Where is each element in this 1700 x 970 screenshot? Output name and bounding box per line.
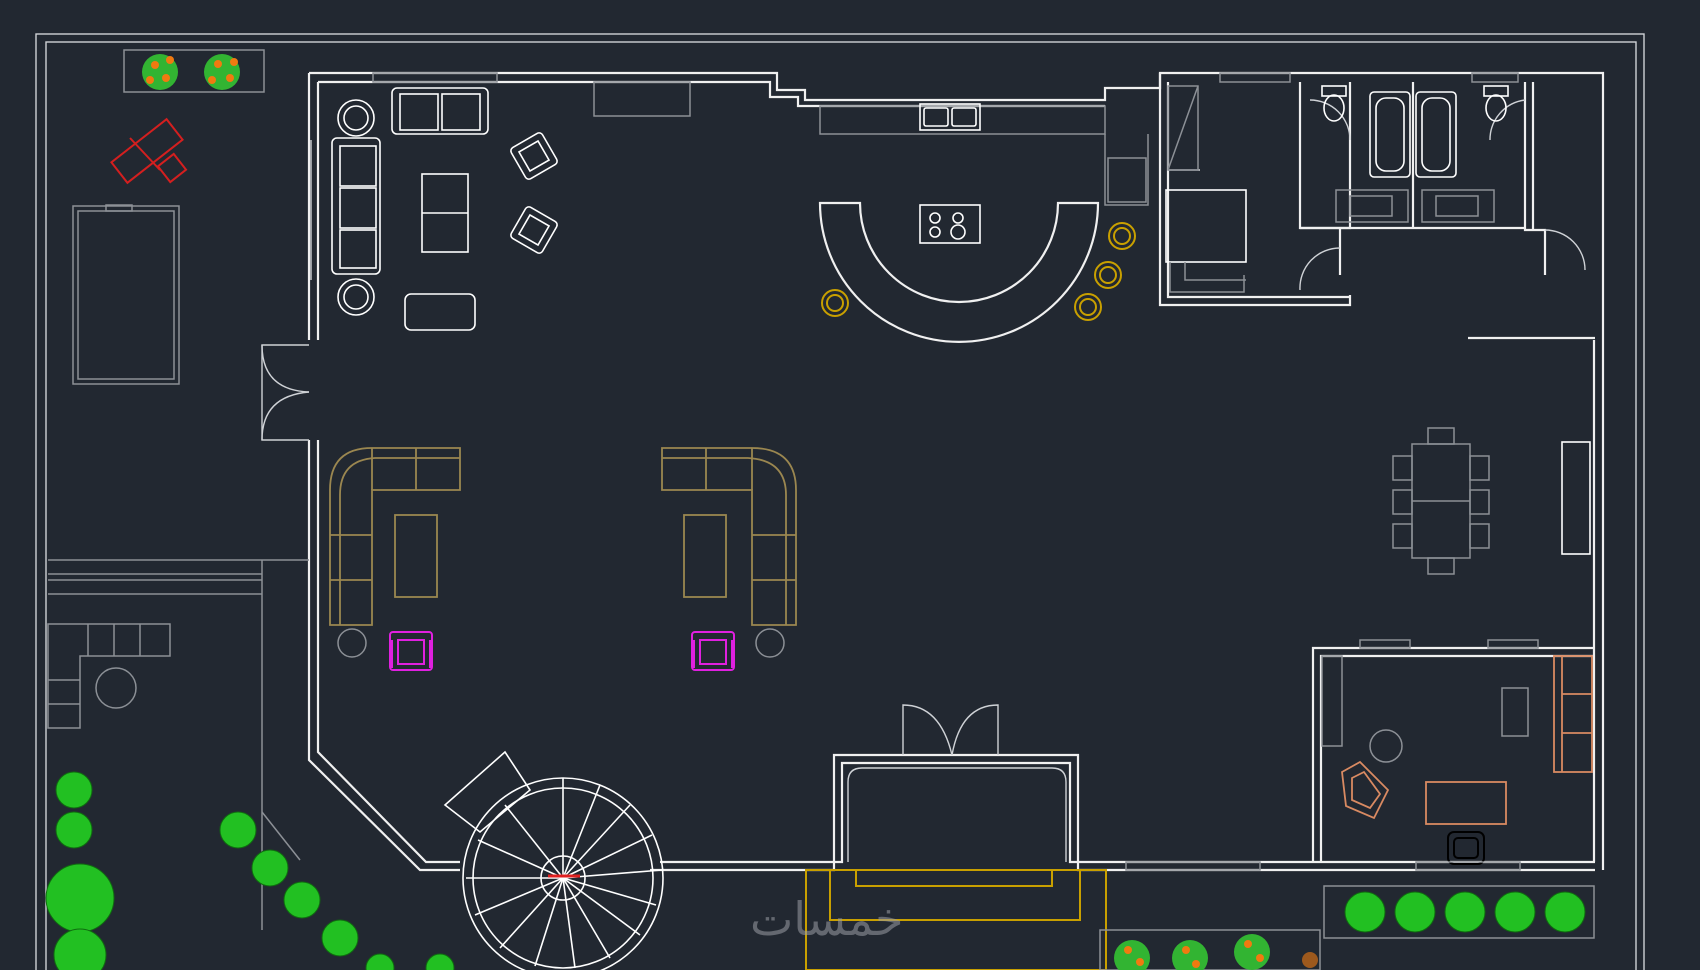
armchair-icon xyxy=(389,631,433,671)
plant-icon xyxy=(45,771,455,970)
office-chair-icon xyxy=(1447,831,1485,865)
side-door xyxy=(261,344,310,441)
armchair-icon xyxy=(510,132,558,180)
main-entrance xyxy=(805,704,1107,970)
coffee-table-icon xyxy=(683,514,727,598)
sofa-icon xyxy=(331,137,381,275)
flower-bed-icon xyxy=(123,49,265,93)
toilet-icon xyxy=(1321,85,1347,122)
kitchen xyxy=(818,103,1149,344)
bathrooms xyxy=(1158,72,1595,340)
sun-lounger-icon xyxy=(110,117,188,185)
toilet-icon xyxy=(1483,85,1509,122)
coffee-table-icon xyxy=(394,514,438,598)
armchair-icon xyxy=(691,631,735,671)
site-boundary xyxy=(35,33,1645,970)
bathtub-icon xyxy=(1369,91,1411,178)
living-sofa-right xyxy=(661,447,797,671)
sink-icon xyxy=(919,103,981,131)
dining-table-icon xyxy=(1392,427,1591,575)
sofa-icon xyxy=(329,447,461,626)
sofa-icon xyxy=(1553,655,1593,773)
office xyxy=(1125,639,1595,871)
bathtub-icon xyxy=(1415,91,1457,178)
exterior-walls xyxy=(307,71,1605,872)
living-sofa-left xyxy=(329,447,461,671)
spiral-staircase-icon xyxy=(443,750,664,970)
plant-icon xyxy=(1323,885,1595,939)
side-table-icon xyxy=(337,99,375,137)
armchair-icon xyxy=(510,206,558,254)
sofa-icon xyxy=(391,87,489,135)
lounge-area xyxy=(310,72,691,331)
stove-icon xyxy=(919,204,981,244)
pool-icon xyxy=(72,204,180,385)
sofa-icon xyxy=(661,447,797,626)
bottom-planters xyxy=(1099,885,1595,970)
yard-left xyxy=(45,49,455,970)
watermark-text: خمسات xyxy=(750,892,904,946)
sofa-icon xyxy=(47,623,171,729)
office-desk-icon xyxy=(1425,781,1507,825)
armchair-icon xyxy=(1341,760,1390,820)
flower-bed-icon xyxy=(1099,929,1321,970)
bar-stool-icon xyxy=(821,222,1136,321)
